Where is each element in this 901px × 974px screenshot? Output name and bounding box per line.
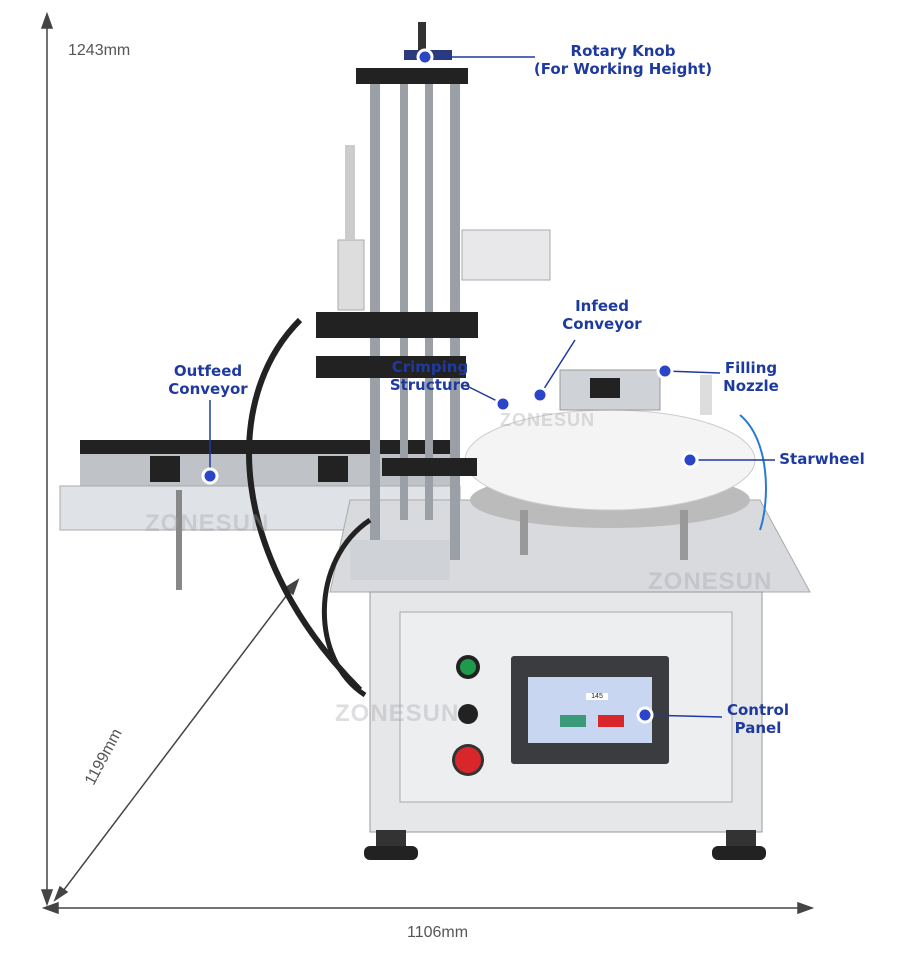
label-outfeed-conveyor: Outfeed Conveyor [160, 362, 256, 398]
label-line: Infeed [575, 297, 629, 315]
marker-starwheel [681, 451, 699, 469]
label-line: Outfeed [173, 362, 243, 380]
rotary-knob-handle [418, 22, 426, 62]
height-dimension: 1243mm [68, 42, 131, 59]
label-line: Nozzle [723, 377, 779, 395]
label-infeed-conveyor: Infeed Conveyor [552, 297, 652, 333]
dimension-lines [40, 11, 815, 915]
hmi-value: 145 [586, 693, 608, 700]
label-line: Panel [734, 719, 782, 737]
marker-crimping [494, 395, 512, 413]
label-starwheel: Starwheel [779, 450, 865, 468]
label-control-panel: Control Panel [718, 701, 798, 737]
width-dimension: 1106mm [407, 924, 469, 941]
label-line: Structure [389, 376, 471, 394]
hose [246, 317, 363, 693]
label-line: Rotary Knob [570, 42, 676, 60]
watermark: ZONESUN [500, 410, 596, 430]
hmi-screen [528, 677, 652, 743]
marker-filling-nozzle [656, 362, 674, 380]
label-line: Conveyor [168, 380, 248, 398]
label-line: Crimping [391, 358, 469, 376]
label-line: Filling [724, 359, 778, 377]
marker-control-panel [636, 706, 654, 724]
label-line: Control [726, 701, 789, 719]
cylinder [461, 229, 551, 281]
marker-rotary-knob [416, 48, 434, 66]
label-filling-nozzle: Filling Nozzle [716, 359, 786, 395]
marker-dots [201, 48, 699, 724]
marker-outfeed [201, 467, 219, 485]
label-crimping-structure: Crimping Structure [384, 358, 476, 394]
watermark: ZONESUN [145, 510, 270, 537]
start-button [460, 659, 476, 675]
label-line: Conveyor [562, 315, 642, 333]
watermark: ZONESUN [648, 568, 773, 595]
top-plate [356, 68, 468, 84]
label-rotary-knob: Rotary Knob (For Working Height) [508, 42, 738, 78]
marker-infeed [531, 386, 549, 404]
emergency-stop [455, 747, 481, 773]
watermark: ZONESUN [335, 700, 460, 727]
selector-switch [458, 704, 478, 724]
label-line: (For Working Height) [533, 60, 713, 78]
